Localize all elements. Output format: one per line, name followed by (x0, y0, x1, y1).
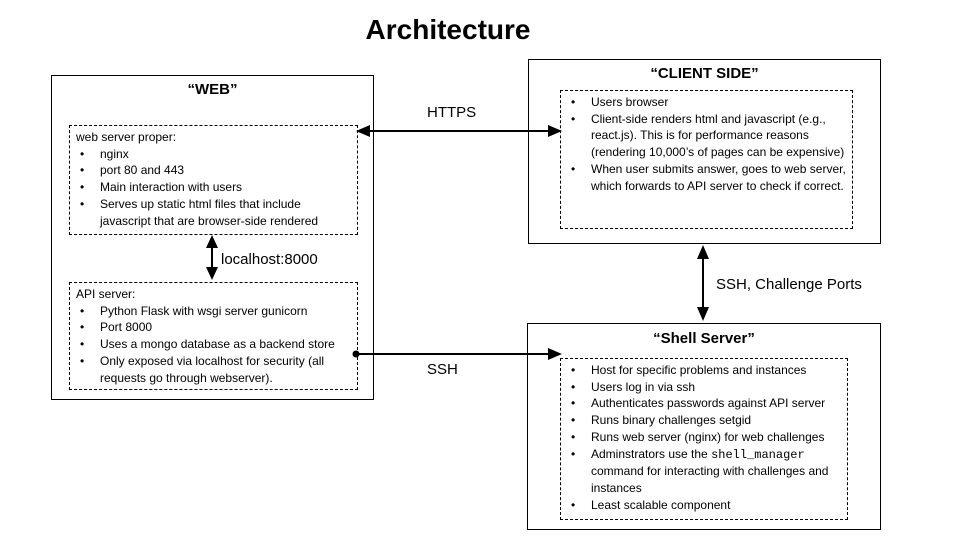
client-side-panel: Users browser Client-side renders html a… (560, 90, 853, 229)
client-side-title: “CLIENT SIDE” (650, 65, 759, 82)
shell-server-box: “Shell Server” Host for specific problem… (527, 323, 881, 530)
list-item: Adminstrators use the shell_manager comm… (567, 446, 841, 497)
shell-server-panel: Host for specific problems and instances… (560, 358, 848, 520)
https-label: HTTPS (427, 104, 477, 121)
list-item: Users log in via ssh (567, 379, 841, 396)
client-side-box: “CLIENT SIDE” Users browser Client-side … (528, 59, 881, 244)
web-server-list: nginx port 80 and 443 Main interaction w… (76, 146, 351, 230)
list-item: Least scalable component (567, 497, 841, 514)
list-item: Port 8000 (76, 319, 351, 336)
list-item: Only exposed via localhost for security … (76, 353, 351, 386)
list-item: When user submits answer, goes to web se… (567, 161, 846, 194)
list-item: Authenticates passwords against API serv… (567, 395, 841, 412)
ssh-challenge-label: SSH, Challenge Ports (716, 276, 862, 293)
ssh-label: SSH (427, 361, 458, 378)
list-item: Serves up static html files that include… (76, 196, 351, 229)
shell-server-title: “Shell Server” (653, 330, 755, 347)
list-item: Runs web server (nginx) for web challeng… (567, 429, 841, 446)
list-item: Uses a mongo database as a backend store (76, 336, 351, 353)
web-box-title: “WEB” (187, 81, 238, 98)
shell-manager-code: shell_manager (711, 447, 805, 462)
list-item: nginx (76, 146, 351, 163)
web-server-panel: web server proper: nginx port 80 and 443… (69, 125, 358, 235)
list-item: port 80 and 443 (76, 162, 351, 179)
list-item: Runs binary challenges setgid (567, 412, 841, 429)
shell-server-list: Host for specific problems and instances… (567, 362, 841, 513)
localhost-arrow (206, 235, 218, 280)
client-side-list: Users browser Client-side renders html a… (567, 94, 846, 194)
list-item: Users browser (567, 94, 846, 111)
list-item: Host for specific problems and instances (567, 362, 841, 379)
api-server-list: Python Flask with wsgi server gunicorn P… (76, 303, 351, 387)
list-item: Main interaction with users (76, 179, 351, 196)
localhost-label: localhost:8000 (221, 251, 318, 268)
api-server-panel: API server: Python Flask with wsgi serve… (69, 282, 358, 390)
admin-text-post: command for interacting with challenges … (591, 464, 829, 495)
diagram-title: Architecture (365, 14, 531, 45)
list-item: Client-side renders html and javascript … (567, 111, 846, 161)
web-server-heading: web server proper: (76, 130, 177, 144)
admin-text-pre: Adminstrators use the (591, 446, 708, 461)
web-box: “WEB” web server proper: nginx port 80 a… (51, 75, 374, 400)
list-item: Python Flask with wsgi server gunicorn (76, 303, 351, 320)
https-arrow (356, 125, 562, 137)
api-server-heading: API server: (76, 287, 136, 301)
ssh-challenge-arrow (697, 245, 709, 321)
ssh-arrow (352, 348, 562, 360)
